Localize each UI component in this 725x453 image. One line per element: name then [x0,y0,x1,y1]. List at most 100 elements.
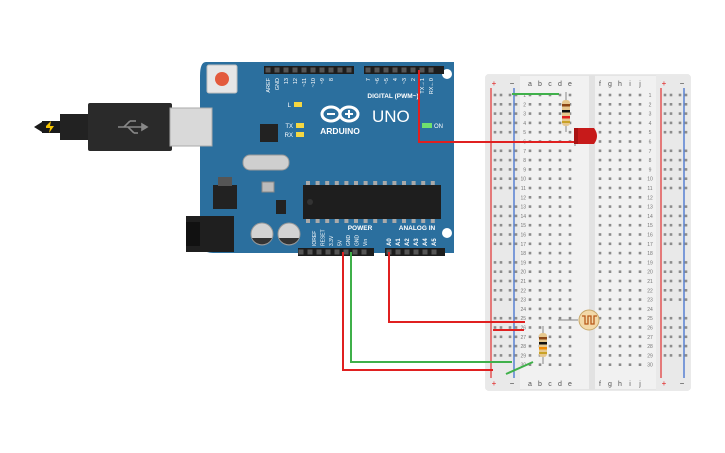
svg-text:−: − [510,379,515,388]
header-pin[interactable] [431,249,437,255]
header-pin[interactable] [352,249,358,255]
header-pin[interactable] [319,67,325,73]
header-pin[interactable] [395,249,401,255]
svg-text:−: − [680,79,685,88]
lightning-icon [46,121,54,133]
svg-text:30: 30 [647,363,653,369]
power-label: POWER [348,225,373,232]
header-pin[interactable] [428,67,434,73]
reset-button[interactable] [206,64,238,94]
header-pin[interactable] [413,249,419,255]
wire-rail-green-bottom[interactable] [505,361,534,375]
svg-text:4: 4 [523,121,526,127]
pin-label: 12 [293,78,299,84]
header-pin[interactable] [316,249,322,255]
header-pin[interactable] [401,67,407,73]
digital-header[interactable] [264,66,444,74]
header-pin[interactable] [334,249,340,255]
svg-text:8: 8 [523,158,526,164]
header-pin[interactable] [307,249,313,255]
svg-text:7: 7 [523,149,526,155]
header-pin[interactable] [343,249,349,255]
svg-text:g: g [608,81,612,88]
svg-text:28: 28 [520,344,526,350]
mounting-hole [442,228,452,238]
breadboard-holes [493,93,688,366]
svg-text:24: 24 [520,307,526,313]
pulldown-resistor[interactable] [539,326,547,364]
wire-5v-to-rail[interactable] [342,252,493,371]
svg-text:25: 25 [647,316,653,322]
header-pin[interactable] [404,249,410,255]
svg-text:6: 6 [649,140,652,146]
pin-label: IOREF [312,231,318,246]
on-led-label: ON [434,124,443,130]
svg-text:a: a [528,81,532,88]
usb-port [169,107,213,147]
header-pin[interactable] [283,67,289,73]
header-pin[interactable] [361,249,367,255]
svg-text:2: 2 [649,102,652,108]
analog-header[interactable] [385,248,445,256]
svg-text:10: 10 [647,177,653,183]
voltage-regulator [213,185,237,209]
header-pin[interactable] [346,67,352,73]
svg-text:j: j [638,381,641,388]
wire-a0-to-ldr[interactable] [388,252,525,323]
header-pin[interactable] [383,67,389,73]
red-led[interactable] [574,128,597,146]
svg-text:1: 1 [649,93,652,99]
svg-text:26: 26 [520,326,526,332]
wire-pin2-to-led[interactable] [418,70,575,143]
header-pin[interactable] [301,67,307,73]
svg-text:25: 25 [520,316,526,322]
svg-text:c: c [548,381,552,388]
header-pin[interactable] [265,67,271,73]
header-pin[interactable] [328,67,334,73]
svg-text:b: b [538,381,542,388]
photoresistor[interactable] [558,309,600,331]
svg-text:−: − [510,79,515,88]
arduino-brand-text: ARDUINO [320,126,360,136]
svg-text:26: 26 [647,326,653,332]
header-pin[interactable] [274,67,280,73]
led-resistor[interactable] [562,92,570,132]
svg-text:17: 17 [520,242,526,248]
arduino-logo-icon [320,105,360,123]
header-pin[interactable] [310,67,316,73]
header-pin[interactable] [325,249,331,255]
arduino-uno-board[interactable]: L TX RX ARDUINO UNO ON [169,62,454,256]
power-header[interactable] [298,248,374,256]
pin-label: GND [355,235,361,247]
svg-text:+: + [662,79,667,88]
header-pin[interactable] [298,249,304,255]
header-pin[interactable] [292,67,298,73]
svg-text:27: 27 [520,335,526,341]
header-pin[interactable] [410,67,416,73]
header-pin[interactable] [422,249,428,255]
pin-label: A2 [405,238,411,246]
svg-text:28: 28 [647,344,653,350]
svg-text:3: 3 [649,112,652,118]
svg-text:8: 8 [649,158,652,164]
svg-text:b: b [538,81,542,88]
analog-in-label: ANALOG IN [399,225,436,232]
header-pin[interactable] [337,67,343,73]
pin-label: TX→1 [420,78,426,94]
header-pin[interactable] [392,67,398,73]
pin-label: 13 [284,78,290,84]
svg-text:i: i [629,381,631,388]
svg-text:g: g [608,381,612,388]
svg-text:f: f [599,381,601,388]
svg-text:29: 29 [520,353,526,359]
wire-gnd-to-rail[interactable] [350,252,512,363]
header-pin[interactable] [374,67,380,73]
pin-label: AREF [266,77,272,92]
header-pin[interactable] [419,67,425,73]
header-pin[interactable] [365,67,371,73]
svg-text:16: 16 [647,233,653,239]
svg-text:17: 17 [647,242,653,248]
